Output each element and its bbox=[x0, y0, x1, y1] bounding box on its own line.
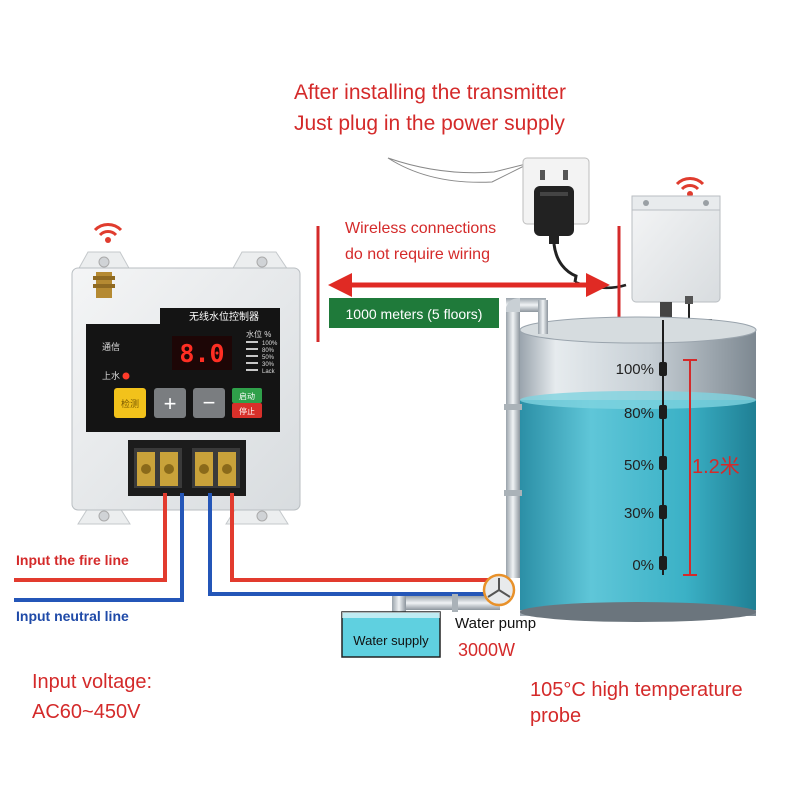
tank-level-label: 100% bbox=[616, 361, 654, 378]
caption-probe-line1: 105°C high temperature bbox=[530, 679, 743, 701]
controller-level-scale bbox=[246, 341, 258, 371]
wifi-icon bbox=[93, 223, 123, 243]
controller-level-step: 30% bbox=[262, 362, 275, 368]
double-arrow-icon bbox=[328, 273, 610, 297]
caption-pump-power: 3000W bbox=[458, 640, 515, 660]
stop-button[interactable]: 停止 bbox=[232, 403, 262, 418]
controller-comm-label: 通信 bbox=[102, 341, 120, 352]
tank-height-label: 1.2米 bbox=[692, 455, 740, 478]
neutral-wire bbox=[14, 493, 184, 602]
speech-bubble-tail bbox=[387, 157, 531, 183]
pump-icon bbox=[482, 573, 516, 607]
caption-transmitter-line2: Just plug in the power supply bbox=[294, 112, 565, 135]
controller-level-step: Lack bbox=[262, 369, 276, 375]
caption-water-supply: Water supply bbox=[353, 633, 429, 648]
minus-button-label: − bbox=[203, 390, 216, 415]
stop-button-label: 停止 bbox=[239, 406, 255, 416]
pump-neutral-wire bbox=[208, 493, 488, 596]
controller-level-step: 100% bbox=[262, 341, 278, 347]
caption-voltage-line1: Input voltage: bbox=[32, 671, 152, 693]
caption-water-pump: Water pump bbox=[455, 615, 536, 632]
terminal-block bbox=[128, 440, 246, 496]
caption-probe-line2: probe bbox=[530, 705, 581, 727]
caption-wireless-line2: do not require wiring bbox=[345, 246, 490, 263]
tank-level-label: 0% bbox=[632, 557, 654, 574]
controller-level-header: 水位 % bbox=[246, 329, 271, 339]
tank-level-label: 30% bbox=[624, 505, 654, 522]
caption-neutral-line: Input neutral line bbox=[16, 608, 129, 624]
caption-fire-line: Input the fire line bbox=[16, 552, 129, 568]
caption-wireless-line1: Wireless connections bbox=[345, 220, 496, 237]
start-button-label: 启动 bbox=[239, 391, 255, 401]
level-probe bbox=[659, 320, 667, 575]
controller-level-step: 50% bbox=[262, 355, 275, 361]
caption-transmitter-line1: After installing the transmitter bbox=[294, 81, 566, 104]
fill-indicator-led bbox=[122, 372, 130, 380]
distance-badge-bg bbox=[329, 298, 499, 328]
controller-level-step: 80% bbox=[262, 348, 275, 354]
tank-level-label: 80% bbox=[624, 405, 654, 422]
controller-fill-label: 上水 bbox=[102, 370, 120, 381]
water-supply-tub bbox=[341, 611, 441, 658]
transmitter-box bbox=[631, 195, 721, 321]
pump-fire-wire bbox=[230, 493, 488, 582]
caption-voltage-line2: AC60~450V bbox=[32, 701, 141, 723]
wifi-icon bbox=[675, 177, 705, 197]
plus-button[interactable]: + bbox=[154, 388, 186, 418]
plus-button-label: + bbox=[164, 391, 177, 416]
start-button[interactable]: 启动 bbox=[232, 388, 262, 403]
controller-display-bg bbox=[172, 336, 232, 370]
check-button-label: 检测 bbox=[121, 398, 139, 409]
controller-display: 8.0 bbox=[179, 339, 224, 368]
fire-wire bbox=[14, 493, 167, 582]
check-button[interactable]: 检测 bbox=[114, 388, 146, 418]
minus-button[interactable]: − bbox=[193, 388, 225, 418]
water-tank bbox=[519, 316, 757, 622]
controller-title: 无线水位控制器 bbox=[189, 310, 259, 323]
power-adapter-icon bbox=[534, 186, 578, 283]
tank-level-label: 50% bbox=[624, 457, 654, 474]
distance-badge: 1000 meters (5 floors) bbox=[346, 306, 483, 322]
water-pipe bbox=[392, 298, 548, 626]
height-dimension bbox=[683, 359, 697, 576]
